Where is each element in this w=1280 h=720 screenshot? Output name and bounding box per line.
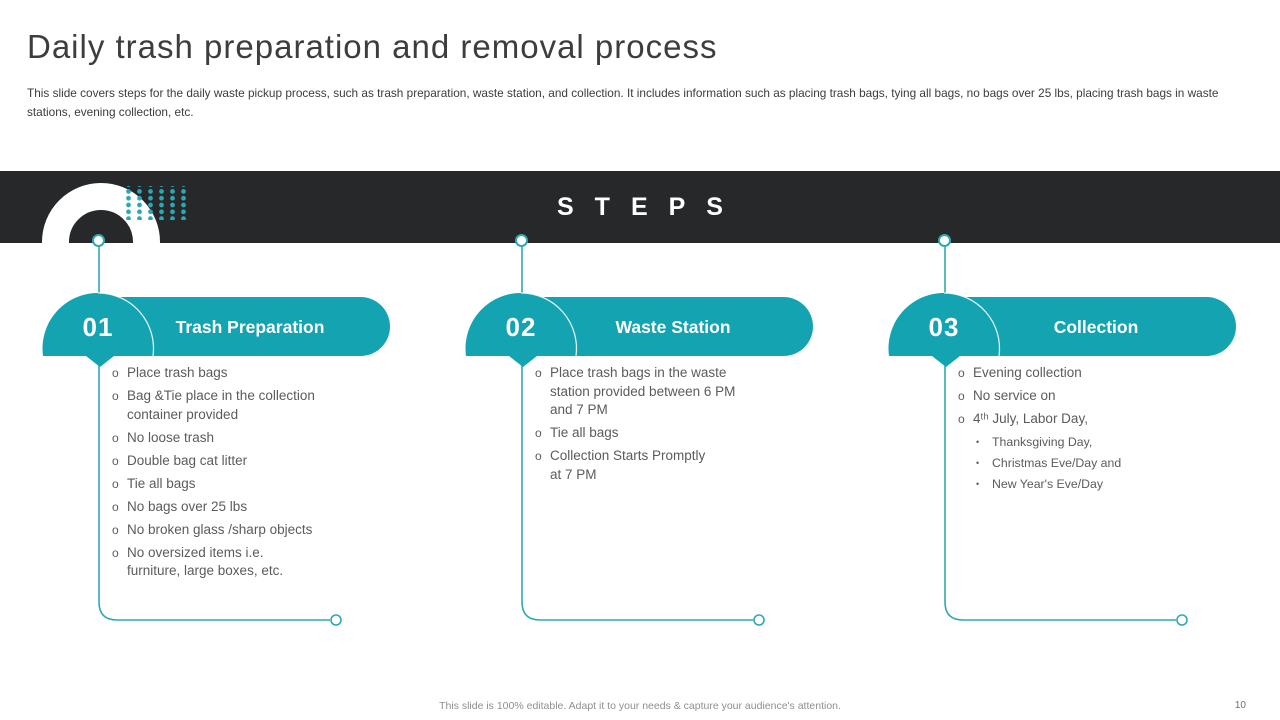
bullet-text: Christmas Eve/Day and bbox=[992, 456, 1122, 470]
sub-bullet-item: • Christmas Eve/Day and bbox=[976, 454, 1203, 472]
bullet-item: o No broken glass /sharp objects bbox=[112, 521, 357, 540]
bullet-text: No bags over 25 lbs bbox=[127, 498, 248, 514]
bullet-marker: o bbox=[535, 366, 542, 380]
steps-banner: STEPS bbox=[0, 171, 1280, 243]
bullet-marker: o bbox=[112, 522, 119, 537]
step-header-shape: 01 Trash Preparation bbox=[42, 292, 391, 367]
bullet-marker: o bbox=[535, 426, 542, 440]
bullet-marker: o bbox=[112, 476, 119, 491]
bullet-text: Place trash bags in the waste station pr… bbox=[550, 365, 736, 417]
timeline-start-dot bbox=[938, 234, 951, 247]
sub-bullet-marker: • bbox=[976, 458, 980, 468]
bullet-text: Double bag cat litter bbox=[127, 452, 248, 468]
bullet-item: o Place trash bags bbox=[112, 364, 357, 383]
timeline-end-dot bbox=[1176, 614, 1188, 626]
step-title: Waste Station bbox=[615, 317, 730, 337]
bullet-item: o Collection Starts Promptly at 7 PM bbox=[535, 447, 780, 484]
bullet-marker: o bbox=[535, 449, 542, 463]
bullet-text: Place trash bags bbox=[127, 365, 228, 380]
banner-label: STEPS bbox=[557, 192, 744, 221]
sub-bullet-marker: • bbox=[976, 479, 980, 489]
bullet-item: o Evening collection bbox=[958, 364, 1203, 383]
timeline-connector bbox=[944, 246, 1188, 626]
step-number: 02 bbox=[506, 312, 537, 342]
bullet-text: Tie all bags bbox=[550, 425, 619, 440]
sub-bullet-item: • New Year's Eve/Day bbox=[976, 475, 1203, 493]
bullet-text: 4ᵗʰ July, Labor Day, bbox=[973, 411, 1088, 426]
page-number: 10 bbox=[1234, 700, 1246, 711]
footer-note: This slide is 100% editable. Adapt it to… bbox=[439, 700, 841, 712]
bullet-item: o 4ᵗʰ July, Labor Day, bbox=[958, 410, 1203, 429]
bullet-text: Tie all bags bbox=[127, 475, 196, 491]
bullet-marker: o bbox=[958, 412, 965, 426]
step-title: Trash Preparation bbox=[176, 317, 325, 337]
bullet-item: o Tie all bags bbox=[535, 424, 780, 443]
bullet-item: o Place trash bags in the waste station p… bbox=[535, 364, 780, 420]
bullet-text: No broken glass /sharp objects bbox=[127, 521, 313, 537]
header-arc-icon bbox=[943, 292, 1001, 357]
bullet-marker: o bbox=[112, 499, 119, 514]
bullet-list: o Evening collection o No service on o 4ᵗʰ Ju… bbox=[958, 364, 1203, 496]
bullet-text: New Year's Eve/Day bbox=[992, 477, 1104, 491]
step-number: 03 bbox=[929, 312, 960, 342]
bullet-text: Bag &Tie place in the collection contain… bbox=[127, 388, 315, 422]
timeline-connector bbox=[98, 246, 342, 626]
header-arc-icon bbox=[97, 292, 155, 357]
timeline-end-dot bbox=[753, 614, 765, 626]
bullet-item: o Double bag cat litter bbox=[112, 452, 357, 471]
bullet-marker: o bbox=[112, 366, 119, 380]
bullet-text: Collection Starts Promptly at 7 PM bbox=[550, 448, 706, 482]
timeline-start-dot bbox=[515, 234, 528, 247]
bullet-marker: o bbox=[958, 366, 965, 380]
sub-bullet-item: • Thanksgiving Day, bbox=[976, 433, 1203, 451]
dots-pattern-icon bbox=[121, 186, 187, 220]
bullet-marker: o bbox=[112, 430, 119, 445]
bullet-marker: o bbox=[112, 453, 119, 468]
bullet-item: o No oversized items i.e. furniture, larg… bbox=[112, 544, 357, 581]
step-header-shape: 02 Waste Station bbox=[465, 292, 813, 367]
step-column-3: 03 Collection o Evening collection o No ser… bbox=[888, 230, 1249, 650]
step-header-shape: 03 Collection bbox=[888, 292, 1236, 367]
timeline-end-dot bbox=[330, 614, 342, 626]
bullet-list: o Place trash bags in the waste station p… bbox=[535, 364, 780, 489]
timeline-start-dot bbox=[92, 234, 105, 247]
header-arc-icon bbox=[520, 292, 578, 357]
timeline-connector bbox=[521, 246, 765, 626]
bullet-item: o No service on bbox=[958, 387, 1203, 406]
bullet-marker: o bbox=[112, 389, 119, 403]
step-title: Collection bbox=[1054, 317, 1139, 337]
bullet-text: No loose trash bbox=[127, 429, 215, 445]
bullet-text: Thanksgiving Day, bbox=[992, 435, 1093, 449]
bullet-marker: o bbox=[958, 389, 965, 403]
sub-bullet-marker: • bbox=[976, 437, 980, 447]
bullet-item: o Tie all bags bbox=[112, 475, 357, 494]
bullet-marker: o bbox=[112, 545, 119, 560]
bullet-text: Evening collection bbox=[973, 365, 1082, 380]
bullet-text: No oversized items i.e. furniture, large… bbox=[127, 544, 284, 579]
step-column-2: 02 Waste Station o Place trash bags in th… bbox=[465, 230, 826, 650]
page-title: Daily trash preparation and removal proc… bbox=[27, 28, 718, 65]
bullet-item: o No bags over 25 lbs bbox=[112, 498, 357, 517]
bullet-item: o No loose trash bbox=[112, 429, 357, 448]
bullet-item: o Bag &Tie place in the collection contai… bbox=[112, 387, 357, 424]
page-subtitle: This slide covers steps for the daily wa… bbox=[27, 86, 1219, 119]
step-number: 01 bbox=[83, 312, 114, 342]
bullet-text: No service on bbox=[973, 388, 1056, 403]
